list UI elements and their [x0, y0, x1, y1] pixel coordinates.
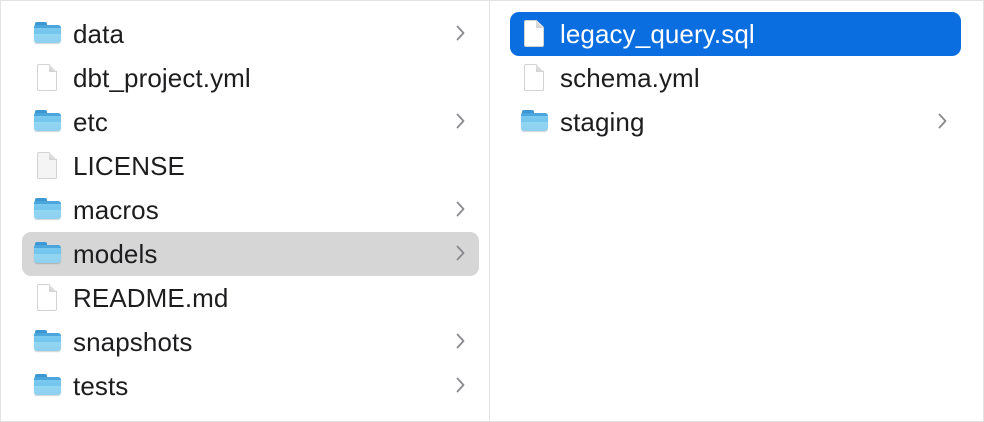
folder-row[interactable]: models: [22, 232, 479, 276]
folder-row[interactable]: data: [22, 12, 479, 56]
file-row[interactable]: legacy_query.sql: [510, 12, 961, 56]
item-label: LICENSE: [73, 151, 185, 181]
chevron-right-icon[interactable]: [455, 332, 469, 352]
document-icon: [33, 283, 63, 313]
folder-icon: [33, 195, 63, 225]
folder-row[interactable]: staging: [510, 100, 961, 144]
item-label: schema.yml: [560, 63, 700, 93]
folder-icon: [520, 107, 550, 137]
file-row[interactable]: README.md: [22, 276, 479, 320]
item-label: snapshots: [73, 327, 193, 357]
folder-row[interactable]: macros: [22, 188, 479, 232]
document-icon: [520, 63, 550, 93]
item-label: data: [73, 19, 125, 49]
folder-row[interactable]: tests: [22, 364, 479, 408]
chevron-right-icon[interactable]: [455, 112, 469, 132]
chevron-right-icon[interactable]: [455, 244, 469, 264]
item-label: staging: [560, 107, 645, 137]
file-column-child[interactable]: legacy_query.sql schema.yml staging: [490, 1, 983, 421]
chevron-right-icon[interactable]: [937, 112, 951, 132]
file-row[interactable]: LICENSE: [22, 144, 479, 188]
chevron-right-icon[interactable]: [455, 24, 469, 44]
file-row[interactable]: dbt_project.yml: [22, 56, 479, 100]
file-row[interactable]: schema.yml: [510, 56, 961, 100]
document-icon: [33, 63, 63, 93]
item-label: macros: [73, 195, 159, 225]
folder-icon: [33, 371, 63, 401]
folder-row[interactable]: etc: [22, 100, 479, 144]
item-label: dbt_project.yml: [73, 63, 251, 93]
folder-icon: [33, 327, 63, 357]
chevron-right-icon[interactable]: [455, 200, 469, 220]
folder-row[interactable]: snapshots: [22, 320, 479, 364]
item-label: legacy_query.sql: [560, 19, 755, 49]
folder-icon: [33, 19, 63, 49]
folder-icon: [33, 107, 63, 137]
item-label: README.md: [73, 283, 229, 313]
document-icon: [33, 151, 63, 181]
chevron-right-icon[interactable]: [455, 376, 469, 396]
item-label: etc: [73, 107, 108, 137]
document-icon: [520, 19, 550, 49]
item-label: tests: [73, 371, 129, 401]
item-label: models: [73, 239, 158, 269]
folder-icon: [33, 239, 63, 269]
